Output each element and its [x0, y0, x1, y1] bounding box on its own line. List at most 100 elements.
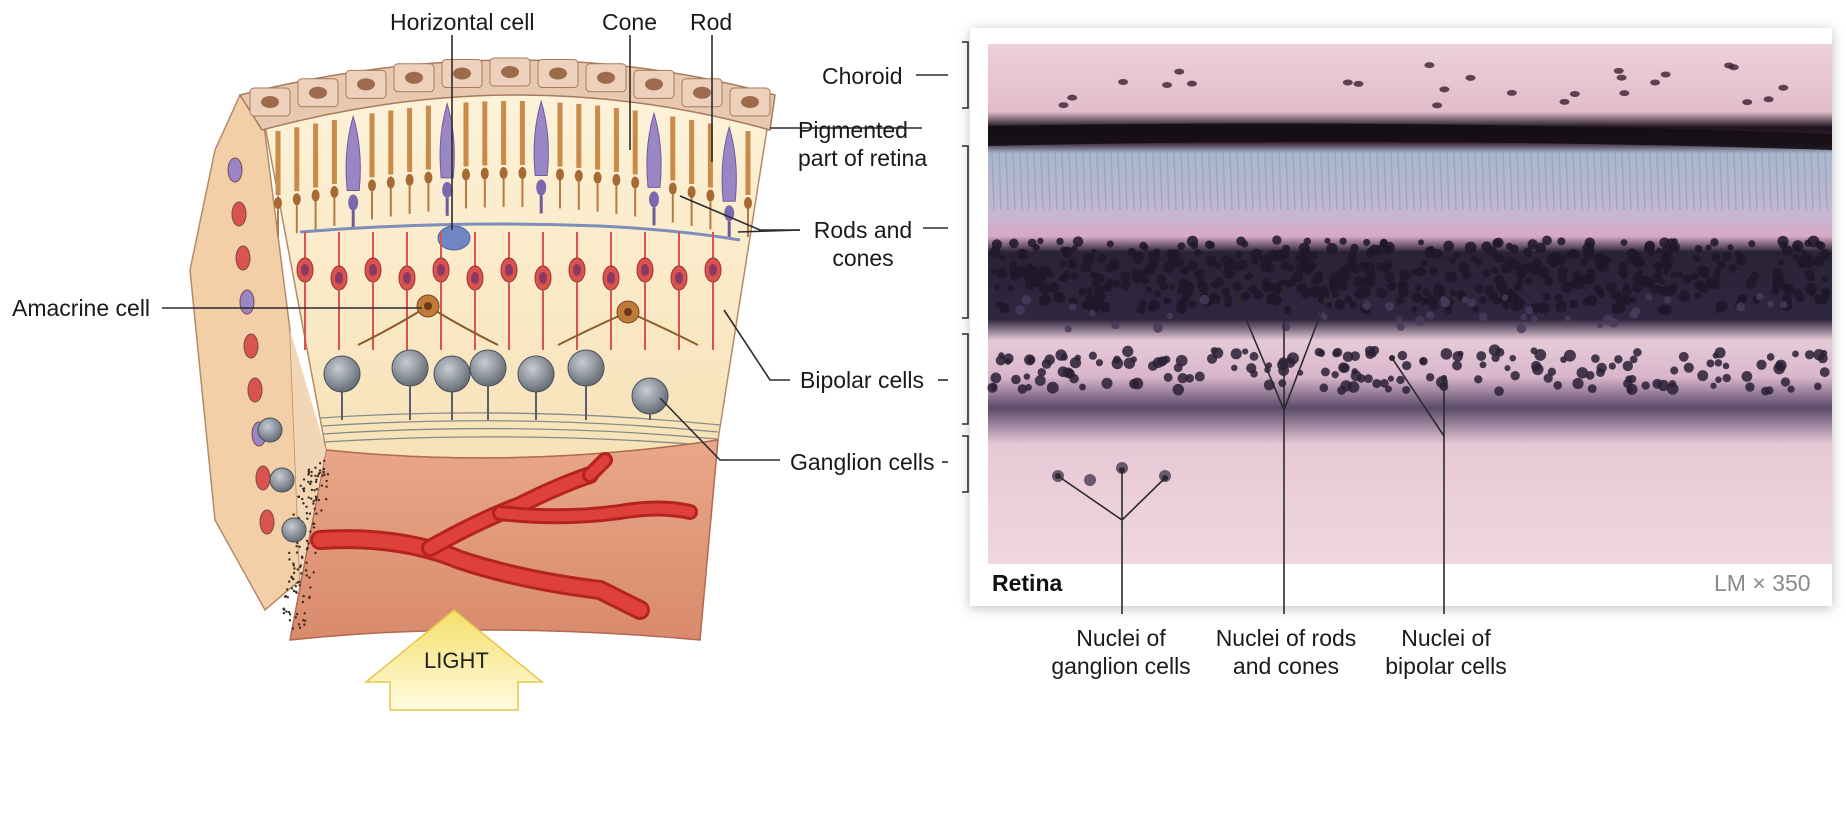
stipple-dot: [325, 480, 327, 482]
micro-nucleus: [1504, 365, 1510, 371]
micro-nucleus: [1231, 365, 1238, 372]
stipple-dot: [283, 612, 285, 614]
bipolar-nucleus: [301, 264, 309, 276]
micro-nucleus: [1695, 245, 1703, 253]
micro-nucleus: [1177, 299, 1187, 309]
micro-nucleus: [1520, 314, 1527, 321]
micro-nucleus: [1525, 277, 1533, 285]
micro-nucleus: [1667, 383, 1679, 395]
micro-nucleus: [1793, 254, 1799, 260]
stipple-dot: [295, 616, 297, 618]
pigment-nucleus: [549, 67, 567, 79]
micro-nucleus: [1365, 269, 1377, 281]
micro-nucleus: [1397, 281, 1408, 292]
stipple-dot: [307, 481, 309, 483]
stipple-dot: [303, 478, 305, 480]
micro-nucleus: [1765, 386, 1773, 394]
micro-nucleus: [1481, 241, 1492, 252]
rods-and-cones-label: Rods andcones: [808, 216, 918, 272]
micro-nucleus: [1645, 294, 1652, 301]
micro-nucleus: [1194, 270, 1204, 280]
stipple-dot: [313, 526, 315, 528]
side-cell: [244, 334, 258, 358]
micro-nucleus: [1053, 292, 1062, 301]
stipple-dot: [298, 495, 300, 497]
stipple-dot: [305, 574, 307, 576]
micro-nucleus: [1483, 269, 1491, 277]
pigment-nucleus: [597, 72, 615, 84]
stipple-dot: [314, 552, 316, 554]
stipple-dot: [306, 540, 308, 542]
stipple-dot: [315, 512, 317, 514]
micro-nucleus: [1207, 354, 1217, 364]
micro-nucleus: [1630, 356, 1638, 364]
micro-nucleus: [1542, 236, 1552, 246]
horizontal-cell: [438, 226, 470, 250]
micro-choroid-cell: [1764, 96, 1774, 102]
micro-nucleus: [1722, 251, 1732, 261]
micro-nucleus: [1679, 291, 1690, 302]
micro-nucleus: [1017, 249, 1028, 260]
micro-nucleus: [1494, 386, 1504, 396]
micro-nucleus: [1710, 238, 1718, 246]
stipple-dot: [299, 627, 301, 629]
micro-nucleus: [1773, 363, 1785, 375]
micro-nucleus: [1422, 288, 1430, 296]
stipple-dot: [306, 512, 308, 514]
stipple-dot: [310, 475, 312, 477]
stipple-dot: [313, 500, 315, 502]
micro-nucleus: [1185, 374, 1194, 383]
micro-nucleus: [1671, 271, 1678, 278]
micro-nucleus: [1517, 278, 1524, 285]
stipple-dot: [307, 542, 309, 544]
micro-nucleus: [1633, 348, 1642, 357]
micro-nucleus: [1163, 261, 1175, 273]
micro-nucleus: [1727, 244, 1733, 250]
micro-nucleus: [1659, 237, 1669, 247]
micrograph-image: [988, 44, 1832, 564]
micro-nucleus: [1129, 379, 1139, 389]
stipple-dot: [300, 572, 302, 574]
micro-nucleus: [1509, 355, 1516, 362]
micro-nucleus: [1715, 376, 1722, 383]
micro-choroid-cell: [1724, 62, 1734, 68]
micro-nucleus: [1711, 253, 1720, 262]
micro-nucleus: [1096, 359, 1103, 366]
micro-nucleus: [1332, 290, 1339, 297]
micro-nucleus: [1748, 240, 1755, 247]
micro-nucleus: [1502, 294, 1508, 300]
micro-nucleus: [1509, 259, 1520, 270]
micro-nucleus: [1454, 252, 1460, 258]
micro-choroid-cell: [1617, 75, 1627, 81]
micro-nucleus: [1526, 251, 1532, 257]
micro-nucleus: [1452, 361, 1462, 371]
micro-nucleus: [1814, 256, 1825, 267]
bipolar-nucleus: [505, 264, 513, 276]
micro-nucleus: [1106, 279, 1115, 288]
micro-nucleus: [1288, 279, 1296, 287]
micro-choroid-cell: [1058, 102, 1068, 108]
micro-nucleus: [1025, 263, 1034, 272]
micro-nucleus: [1086, 287, 1093, 294]
stipple-dot: [315, 479, 317, 481]
micro-nucleus: [1296, 283, 1307, 294]
stipple-dot: [319, 462, 321, 464]
micro-nucleus: [1750, 272, 1759, 281]
micro-nucleus: [1319, 383, 1328, 392]
micro-nucleus: [1089, 310, 1096, 317]
micro-choroid-cell: [1661, 72, 1671, 78]
rod-nucleus: [500, 167, 508, 179]
micro-nucleus: [1189, 300, 1197, 308]
micro-nucleus: [1372, 379, 1381, 388]
stipple-dot: [311, 489, 313, 491]
micro-nucleus: [1474, 375, 1482, 383]
micro-nucleus: [1035, 272, 1046, 283]
stipple-dot: [302, 601, 304, 603]
micro-nucleus: [1565, 316, 1571, 322]
micro-choroid-cell: [1778, 85, 1788, 91]
micro-nucleus: [1363, 239, 1370, 246]
micro-nucleus: [1022, 295, 1031, 304]
micro-nucleus: [1580, 258, 1587, 265]
micro-nucleus: [1426, 373, 1434, 381]
stipple-dot: [323, 468, 325, 470]
